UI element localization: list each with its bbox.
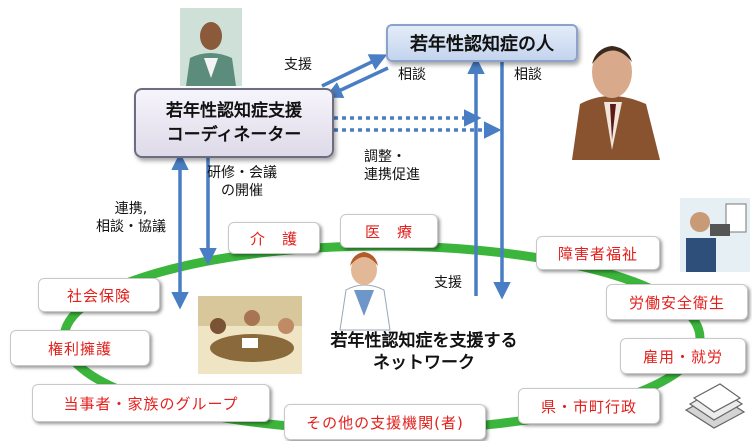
network-title: 若年性認知症を支援する ネットワーク <box>284 330 564 374</box>
label-cooperate: 連携, 相談・協議 <box>86 200 176 236</box>
support-coordinator-box: 若年性認知症支援 コーディネーター <box>134 88 334 158</box>
consult-arrow <box>324 66 389 99</box>
coordinator-figure-icon <box>180 8 242 86</box>
network-medical: 医 療 <box>340 214 438 248</box>
network-title-line1: 若年性認知症を支援する <box>330 331 518 351</box>
network-care: 介 護 <box>228 222 320 254</box>
meeting-icon <box>198 296 302 374</box>
coordinator-title-line1: 若年性認知症支援 <box>166 101 302 121</box>
label-coordinate-line1: 調整・ <box>364 149 406 165</box>
label-training-line2: の開催 <box>221 183 263 199</box>
doctor-icon <box>339 252 391 331</box>
documents-icon <box>684 383 746 429</box>
network-social-insurance: 社会保険 <box>38 278 160 312</box>
label-coordinate: 調整・ 連携促進 <box>364 148 420 184</box>
network-disability-welfare: 障害者福祉 <box>536 236 660 270</box>
network-labor-safety: 労働安全衛生 <box>606 284 748 320</box>
label-training-line1: 研修・会議 <box>207 165 277 181</box>
young-onset-dementia-person-box: 若年性認知症の人 <box>386 24 578 62</box>
label-cooperate-line1: 連携, <box>114 201 148 217</box>
label-coordinate-line2: 連携促進 <box>364 167 420 183</box>
network-prefecture-municipal: 県・市町行政 <box>518 388 660 424</box>
label-training: 研修・会議 の開催 <box>192 164 292 200</box>
label-consult-b: 相談 <box>514 67 542 83</box>
eye-exam-icon <box>680 198 750 272</box>
label-support-bottom: 支援 <box>434 275 462 291</box>
label-consult-a: 相談 <box>398 67 426 83</box>
network-title-line2: ネットワーク <box>373 353 475 373</box>
man-in-suit-icon <box>572 46 660 160</box>
label-support-top: 支援 <box>284 57 312 73</box>
network-family-group: 当事者・家族のグループ <box>32 384 270 422</box>
network-employment: 雇用・就労 <box>620 338 746 374</box>
coordinator-title-line2: コーディネーター <box>166 125 302 145</box>
label-cooperate-line2: 相談・協議 <box>96 219 166 235</box>
network-other-organizations: その他の支援機関(者) <box>284 404 486 440</box>
network-rights-advocacy: 権利擁護 <box>10 330 150 366</box>
support-arrow <box>321 54 388 88</box>
